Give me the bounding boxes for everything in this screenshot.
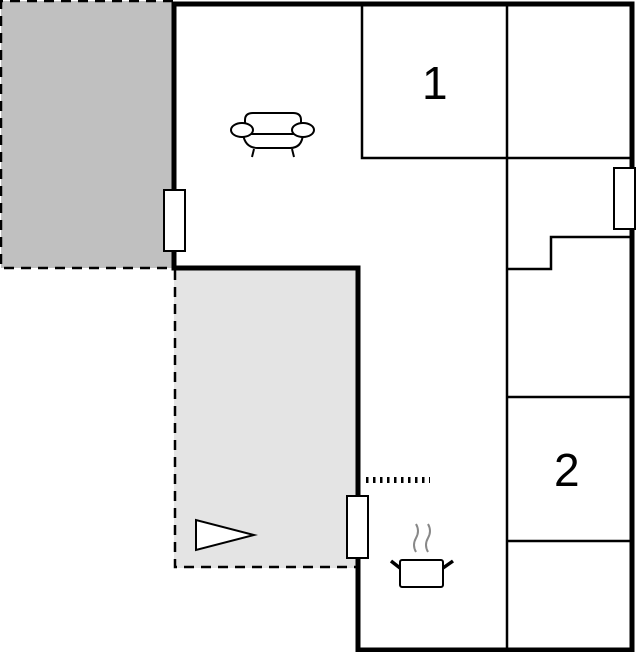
terrace-light [173,268,358,569]
outer-walls [171,1,635,652]
terrace-dark [0,0,173,270]
room-label-2: 2 [554,444,580,496]
window-left [163,189,186,252]
room-label-1: 1 [422,57,448,109]
window-kitchen [346,495,369,559]
cooking-pot-icon [389,523,455,588]
entrance-arrow-icon [195,518,258,552]
stairs-icon [507,235,632,271]
window-right [613,167,636,230]
interior-walls [360,4,632,650]
sofa-icon [230,112,315,158]
